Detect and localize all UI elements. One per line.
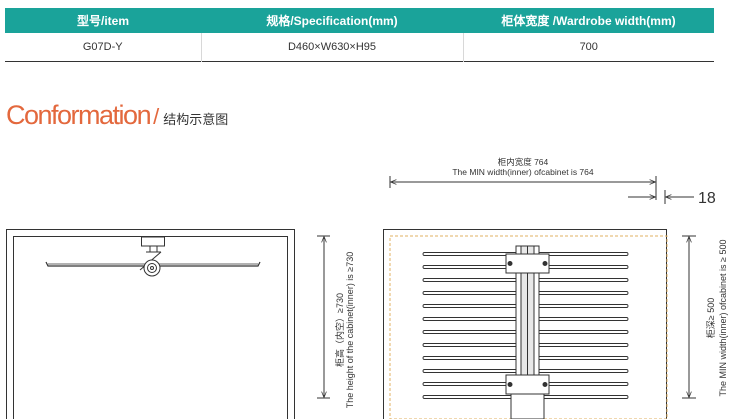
- top-view-slide: [505, 245, 550, 419]
- table-row: G07D-Y D460×W630×H95 700: [5, 33, 714, 62]
- spec-table-header-row: 型号/item 规格/Specification(mm) 柜体宽度 /Wardr…: [5, 8, 714, 33]
- header-item: 型号/item: [5, 8, 201, 33]
- slide-end-cap: [510, 393, 545, 419]
- height-label-cn: 柜高（内空）≥730: [334, 293, 345, 367]
- height-label-en: The height of the cabinet(inner) is ≥730: [345, 252, 355, 409]
- cell-item: G07D-Y: [82, 41, 123, 53]
- front-view: [6, 229, 330, 419]
- section-title-cn: 结构示意图: [163, 113, 229, 128]
- cell-wardrobe-width: 700: [462, 33, 714, 62]
- section-title-separator: /: [153, 104, 160, 129]
- top-view: 柜内宽度 764 The MIN width(inner) ofcabinet …: [383, 157, 728, 419]
- side-gap-label: 18: [698, 190, 716, 207]
- spec-table: 型号/item 规格/Specification(mm) 柜体宽度 /Wardr…: [5, 8, 714, 62]
- width-label-cn: 柜内宽度 764: [498, 157, 549, 167]
- header-wardrobe-width: 柜体宽度 /Wardrobe width(mm): [463, 8, 714, 33]
- header-specification: 规格/Specification(mm): [201, 8, 463, 33]
- depth-label-en: The MIN width(inner) ofcabinet is ≥ 500: [718, 239, 728, 396]
- depth-label-cn: 柜深≥ 500: [705, 298, 716, 338]
- front-view-pulley-icon: [143, 259, 161, 277]
- section-title-en: Conformation: [6, 100, 152, 130]
- section-heading: Conformation / 结构示意图: [6, 100, 228, 131]
- width-label-en: The MIN width(inner) ofcabinet is 764: [452, 167, 594, 177]
- slide-top-bracket: [505, 253, 550, 274]
- cell-specification: D460×W630×H95: [200, 33, 463, 62]
- front-view-cabinet-outline: [6, 229, 295, 419]
- front-view-mount-bracket: [141, 236, 165, 247]
